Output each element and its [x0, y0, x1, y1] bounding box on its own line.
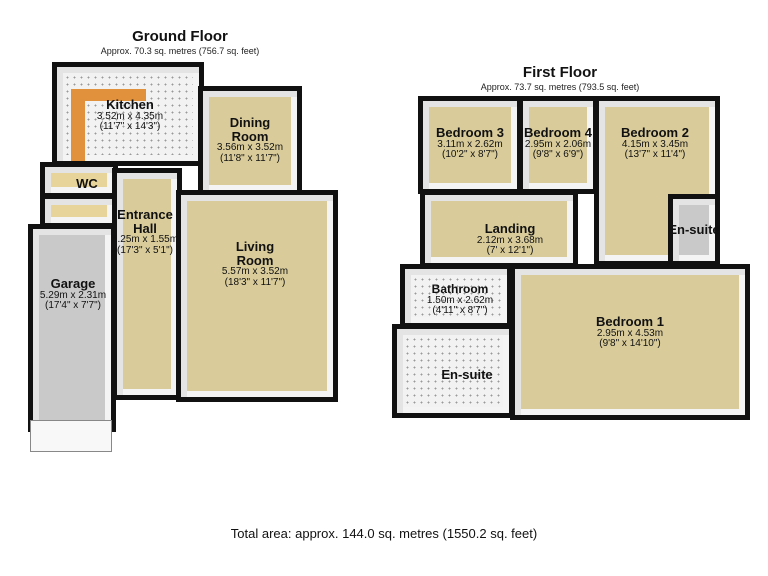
label-en-suite-1: En-suite: [441, 367, 493, 382]
room-en-suite-2: [668, 194, 720, 266]
first-floor-area: Approx. 73.7 sq. metres (793.5 sq. feet): [480, 82, 640, 92]
room-garage: [28, 224, 116, 432]
ground-floor-area: Approx. 70.3 sq. metres (756.7 sq. feet): [100, 46, 260, 56]
room-bedroom-4: [518, 96, 598, 194]
garage-door: [30, 420, 112, 452]
room-living: [176, 190, 338, 402]
label-en-suite-2: En-suite: [668, 222, 720, 237]
kitchen-counter-top: [71, 89, 146, 101]
ground-floor-title: Ground Floor: [132, 28, 228, 45]
room-en-suite-1: [392, 324, 514, 418]
room-bedroom-3: [418, 96, 522, 194]
kitchen-counter: [71, 89, 85, 161]
room-bedroom-1: [510, 264, 750, 420]
room-dining: [198, 86, 302, 196]
total-area: Total area: approx. 144.0 sq. metres (15…: [230, 526, 538, 541]
first-floor-title: First Floor: [522, 64, 598, 81]
room-entrance-hall: [112, 168, 182, 400]
room-kitchen: [52, 62, 204, 166]
label-wc: WC: [76, 176, 98, 191]
